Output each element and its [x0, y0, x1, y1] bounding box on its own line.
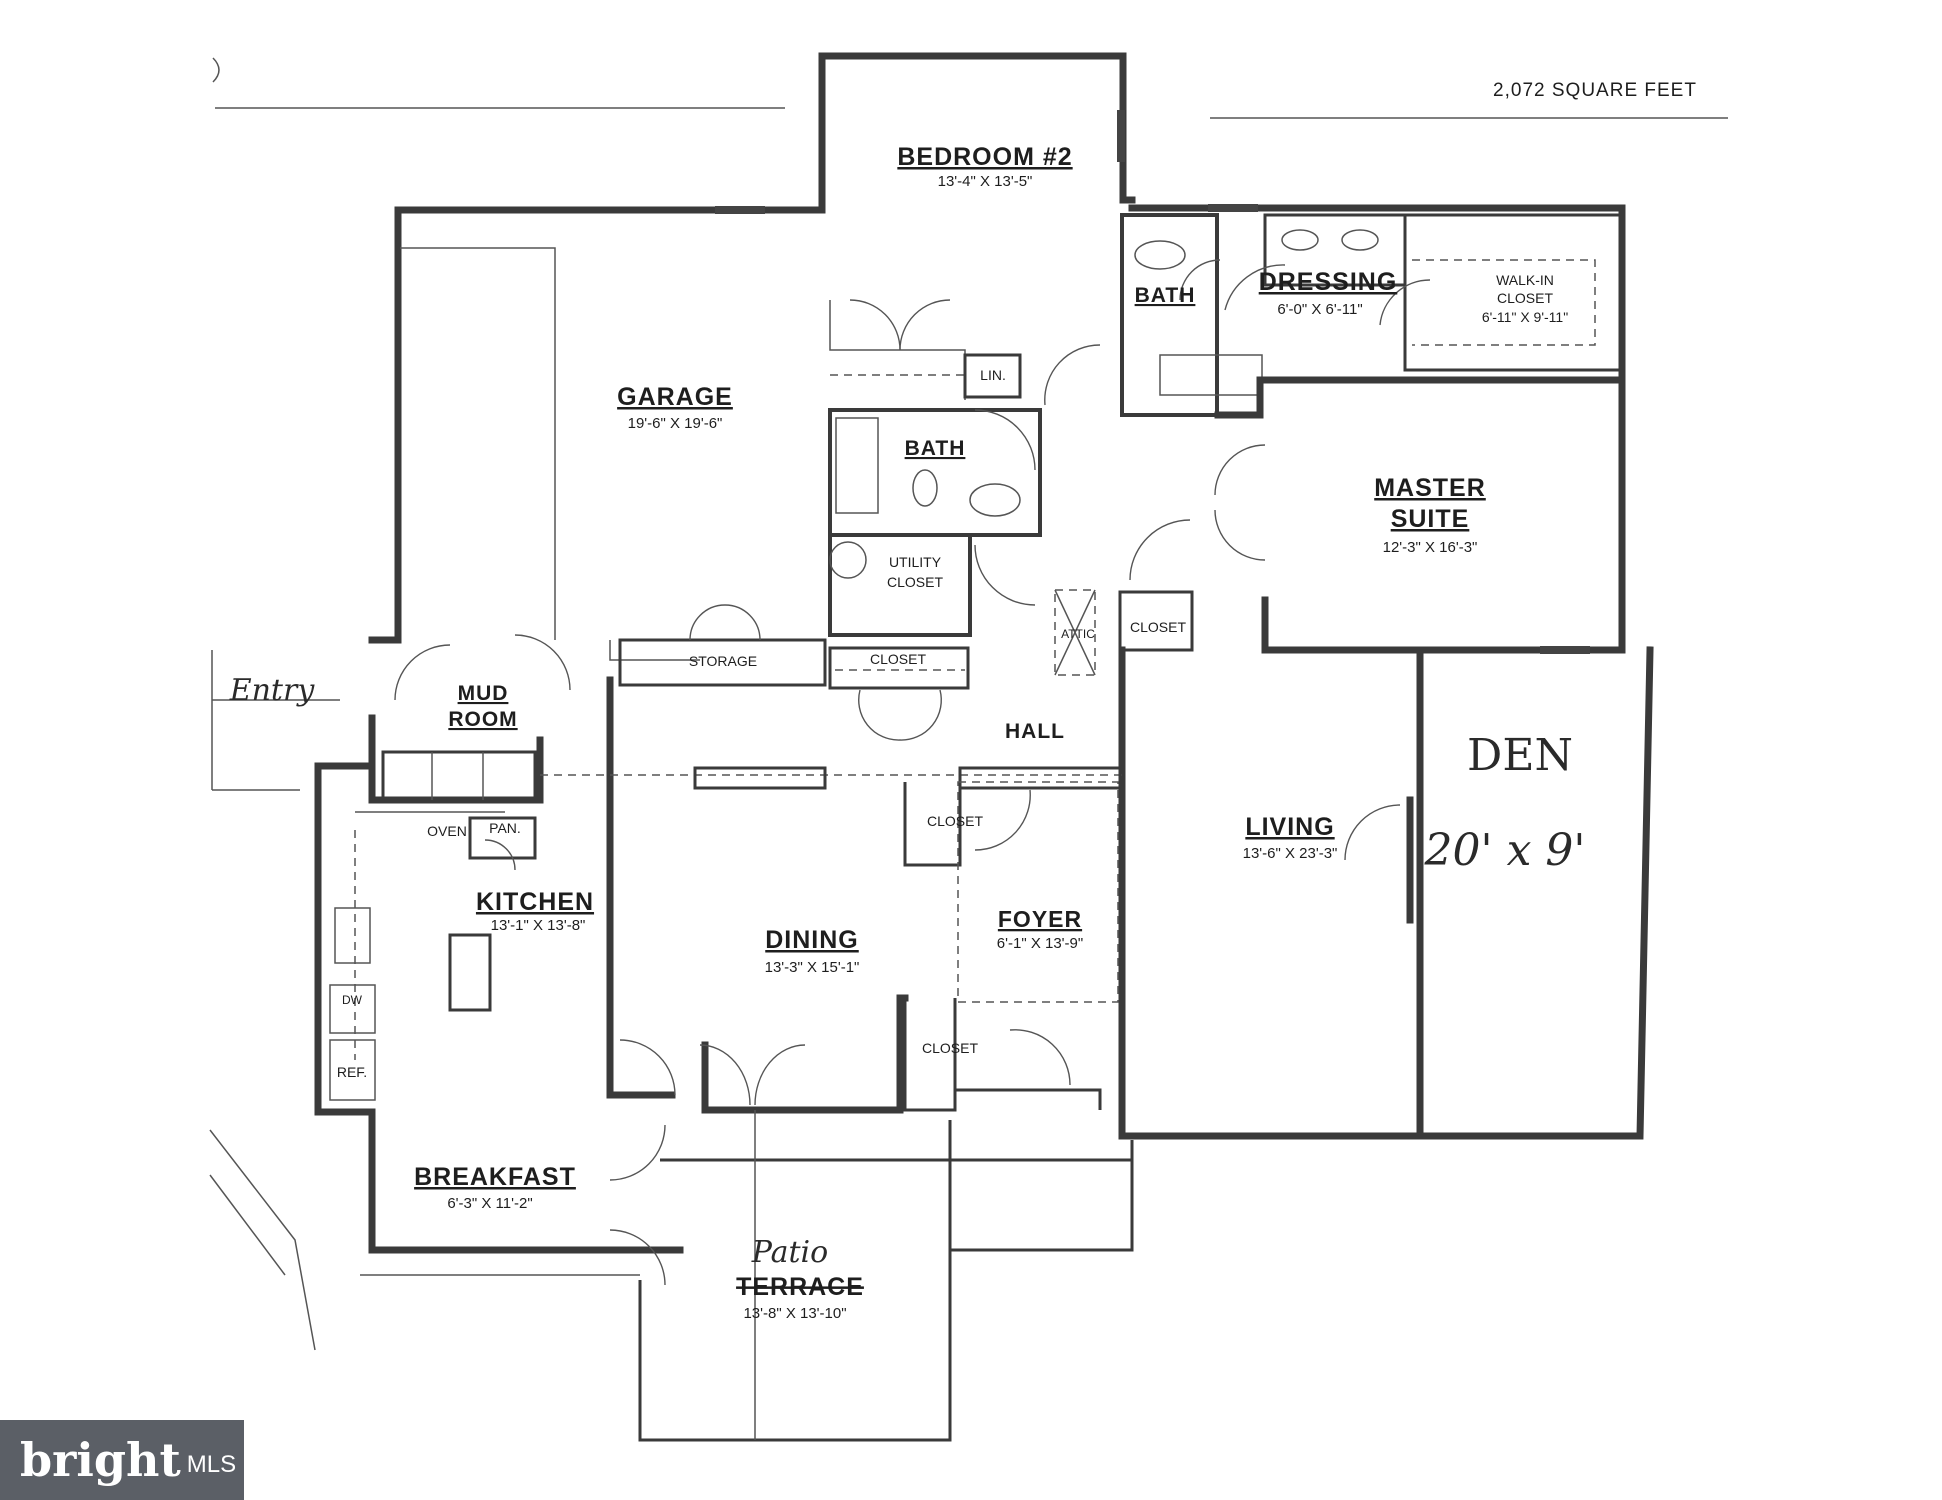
- closet-master-label: CLOSET: [1130, 619, 1186, 635]
- bath-upper-label: BATH: [1135, 284, 1196, 307]
- dining-dim: 13'-3" X 15'-1": [765, 959, 860, 976]
- interior-walls: [209, 213, 1626, 1442]
- bedroom2-label: BEDROOM #2: [897, 143, 1072, 171]
- breakfast-dim: 6'-3" X 11'-2": [447, 1195, 532, 1212]
- logo-suffix: MLS: [186, 1451, 237, 1478]
- walkin-label-1: WALK-IN: [1496, 272, 1554, 288]
- door-swings: [394, 259, 1431, 1286]
- mudroom-label-1: MUD: [458, 682, 509, 705]
- terrace-label: TERRACE: [736, 1273, 864, 1301]
- kitchen-label: KITCHEN: [476, 888, 594, 916]
- mudroom-label-2: ROOM: [448, 708, 517, 731]
- walkin-label-2: CLOSET: [1497, 290, 1553, 306]
- garage-dim: 19'-6" X 19'-6": [628, 415, 723, 432]
- logo-brand: bright: [20, 1433, 181, 1487]
- pantry-label: PAN.: [489, 820, 521, 836]
- den-handwritten: DEN: [1467, 730, 1573, 781]
- ref-label: REF.: [337, 1064, 367, 1080]
- walkin-dim: 6'-11" X 9'-11": [1482, 309, 1568, 325]
- entry-handwritten: Entry: [229, 673, 316, 708]
- living-dim: 13'-6" X 23'-3": [1243, 845, 1338, 862]
- utility-label-2: CLOSET: [887, 574, 943, 590]
- dressing-label: DRESSING: [1259, 268, 1398, 296]
- foyer-dim: 6'-1" X 13'-9": [997, 935, 1083, 952]
- bedroom2-dim: 13'-4" X 13'-5": [938, 173, 1033, 190]
- closet-hall-label: CLOSET: [870, 651, 926, 667]
- square-feet-label: 2,072 SQUARE FEET: [1493, 80, 1697, 101]
- closet-front-label: CLOSET: [922, 1040, 978, 1056]
- bright-mls-logo: bright MLS: [0, 1420, 244, 1500]
- dw-label: DW: [342, 993, 363, 1007]
- closet-foyer-label: CLOSET: [927, 813, 983, 829]
- exterior-walls: [212, 52, 1728, 1254]
- master-label-1: MASTER: [1374, 474, 1486, 502]
- master-label-2: SUITE: [1391, 505, 1470, 533]
- hall-label: HALL: [1005, 720, 1065, 743]
- linen-label: LIN.: [980, 367, 1006, 383]
- utility-label-1: UTILITY: [889, 554, 942, 570]
- den-dim-handwritten: 20' x 9': [1424, 825, 1586, 876]
- storage-label: STORAGE: [689, 653, 757, 669]
- foyer-label: FOYER: [998, 906, 1082, 932]
- bath-center-label: BATH: [905, 437, 966, 460]
- attic-label: ATTIC: [1061, 627, 1095, 641]
- terrace-dim: 13'-8" X 13'-10": [743, 1305, 846, 1322]
- oven-label: OVEN: [427, 823, 467, 839]
- garage-label: GARAGE: [617, 383, 733, 411]
- dressing-dim: 6'-0" X 6'-11": [1277, 301, 1362, 318]
- master-dim: 12'-3" X 16'-3": [1383, 539, 1478, 556]
- living-label: LIVING: [1245, 813, 1334, 841]
- kitchen-dim: 13'-1" X 13'-8": [491, 917, 586, 934]
- breakfast-label: BREAKFAST: [414, 1163, 576, 1191]
- patio-handwritten: Patio: [751, 1235, 828, 1270]
- dining-label: DINING: [765, 926, 859, 954]
